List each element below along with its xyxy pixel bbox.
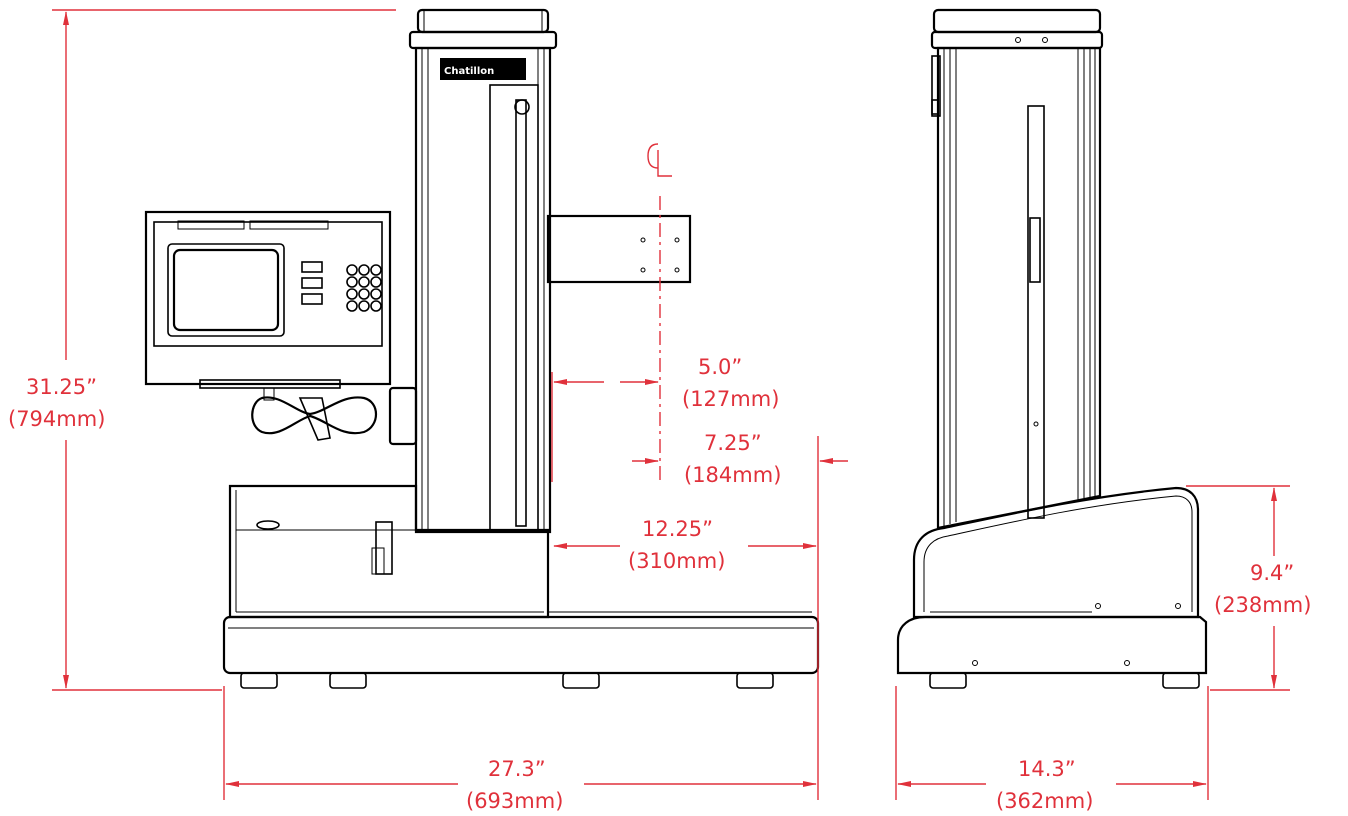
- dim-total-height: 31.25” (794mm): [8, 9, 396, 691]
- dim-base-height: 9.4” (238mm): [1186, 485, 1311, 691]
- front-display-console: [144, 210, 392, 389]
- dim-width-front-mm: (693mm): [466, 789, 563, 813]
- dim-offset-edge-in: 7.25”: [704, 431, 762, 455]
- dim-offset-center-in: 5.0”: [698, 355, 742, 379]
- dim-base-clearance-mm: (310mm): [628, 549, 725, 573]
- dimensions: 31.25” (794mm) 5.0” (127mm) 7.25” (184mm…: [8, 9, 1311, 813]
- side-lower-housing: [912, 486, 1200, 619]
- side-view: [896, 8, 1208, 689]
- keypad: [346, 264, 382, 312]
- dim-base-height-mm: (238mm): [1214, 593, 1311, 617]
- dim-offset-center-mm: (127mm): [682, 387, 779, 411]
- brand-logo-plate: [440, 58, 526, 80]
- front-view: Chatillon: [144, 8, 820, 689]
- dim-width-side: 14.3” (362mm): [895, 686, 1209, 813]
- dim-total-height-in: 31.25”: [26, 375, 97, 399]
- dim-base-clearance: 12.25” (310mm): [553, 517, 817, 573]
- dim-base-height-in: 9.4”: [1250, 561, 1294, 585]
- dim-offset-edge: 7.25” (184mm): [632, 431, 848, 690]
- side-feet: [929, 672, 1200, 689]
- front-feet: [240, 672, 774, 689]
- side-base-plate: [896, 615, 1208, 675]
- centerline: [647, 143, 672, 480]
- front-column: Chatillon: [408, 8, 558, 534]
- dim-total-height-mm: (794mm): [8, 407, 105, 431]
- side-column: [930, 8, 1104, 530]
- dim-width-front-in: 27.3”: [488, 757, 546, 781]
- front-mount-knob: [251, 386, 418, 446]
- dim-width-side-mm: (362mm): [996, 789, 1093, 813]
- front-base-plate: [222, 615, 820, 675]
- dim-width-front: 27.3” (693mm): [223, 686, 819, 813]
- dim-offset-center: 5.0” (127mm): [551, 355, 779, 482]
- dim-base-clearance-in: 12.25”: [642, 517, 713, 541]
- dim-offset-edge-mm: (184mm): [684, 463, 781, 487]
- dim-width-side-in: 14.3”: [1018, 757, 1076, 781]
- front-crosshead-arm: [546, 214, 692, 284]
- brand-logo: Chatillon: [444, 66, 494, 77]
